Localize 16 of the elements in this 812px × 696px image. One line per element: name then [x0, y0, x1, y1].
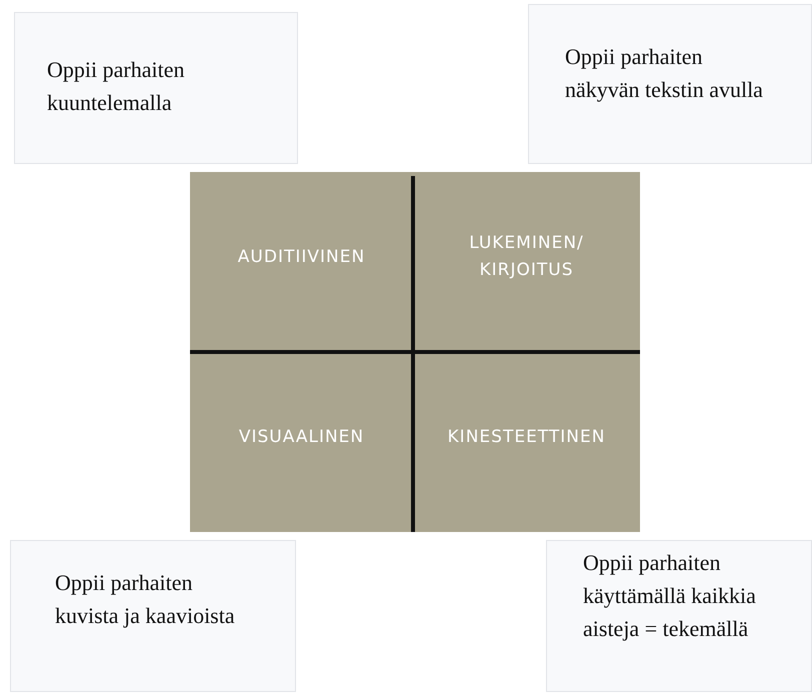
quadrant-label: AUDITIIVINEN — [238, 246, 366, 269]
text-card — [10, 540, 296, 692]
text-card — [546, 540, 812, 692]
quadrant-label: LUKEMINEN/ KIRJOITUS — [468, 232, 585, 282]
text-card — [14, 12, 298, 164]
quadrant-panel — [190, 172, 413, 352]
quadrant-label: VISUAALINEN — [238, 426, 364, 449]
quadrant-label: KINESTEETTINEN — [448, 426, 606, 449]
card-text: Oppii parhaiten käyttämällä kaikkia aisteja = tekemällä — [583, 549, 757, 643]
quadrant-panel — [190, 352, 413, 532]
quadrant-panel — [413, 172, 640, 352]
quadrant-panel — [413, 352, 640, 532]
card-text: Oppii parhaiten kuuntelemalla — [47, 56, 186, 117]
text-card — [528, 4, 812, 164]
card-text: Oppii parhaiten näkyvän tekstin avulla — [565, 43, 764, 104]
card-text: Oppii parhaiten kuvista ja kaavioista — [55, 569, 236, 630]
